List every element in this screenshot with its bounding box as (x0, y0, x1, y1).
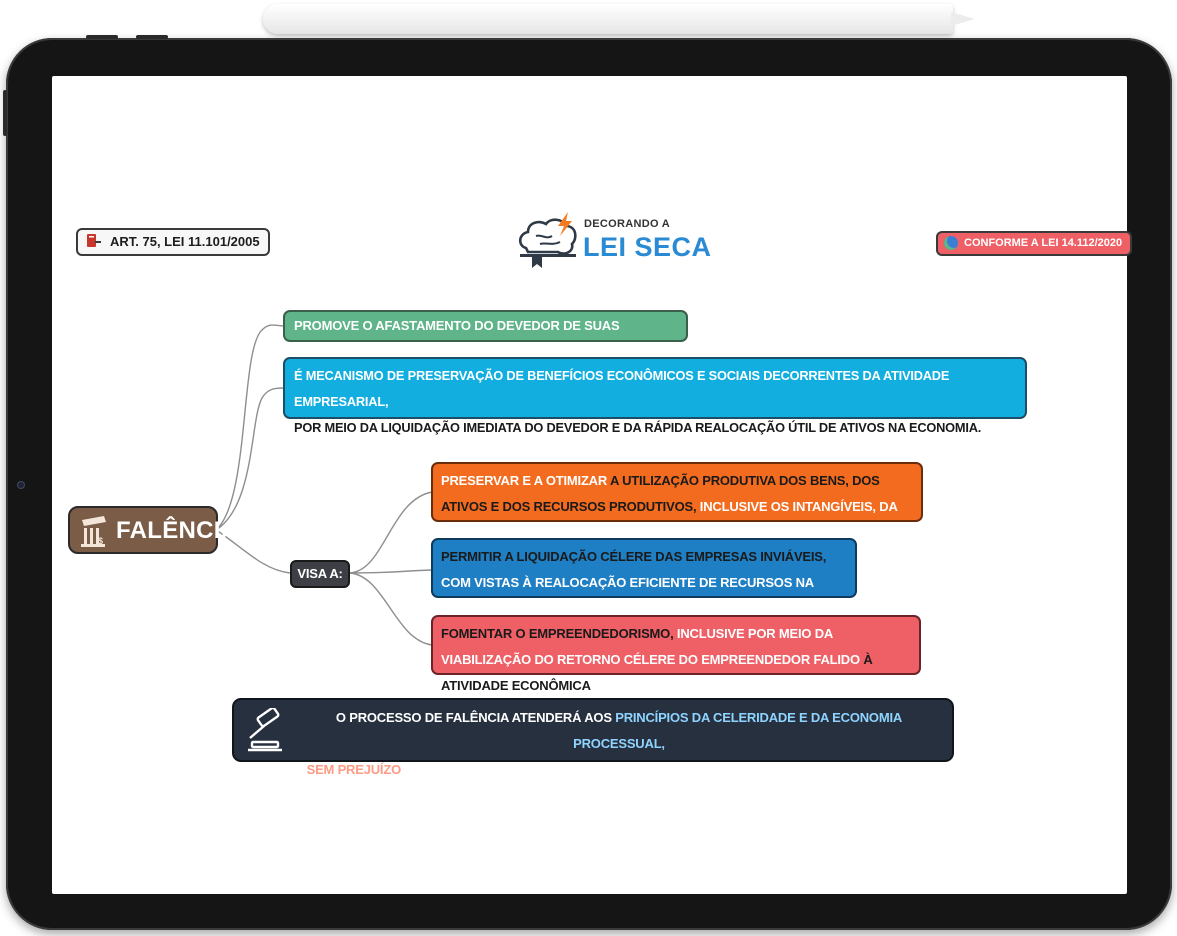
svg-text:$: $ (98, 536, 103, 546)
book-gavel-icon (86, 233, 102, 249)
brain-logo-icon (516, 212, 580, 270)
branch-mecanismo-line2: POR MEIO DA LIQUIDAÇÃO IMEDIATA DO DEVED… (294, 420, 982, 435)
gavel-icon (244, 706, 288, 754)
objective-liquidacao-body: COM VISTAS À REALOCAÇÃO EFICIENTE DE REC… (441, 575, 814, 616)
objective-fomentar: FOMENTAR O EMPREENDEDORISMO, INCLUSIVE P… (431, 615, 921, 693)
branch-mecanismo-line1: É MECANISMO DE PRESERVAÇÃO DE BENEFÍCIOS… (294, 368, 950, 409)
principles-note: O PROCESSO DE FALÊNCIA ATENDERÁ AOS PRIN… (232, 698, 954, 803)
branch-afastamento: PROMOVE O AFASTAMENTO DO DEVEDOR DE SUAS… (283, 310, 688, 355)
objective-fomentar-highlight: FOMENTAR O EMPREENDEDORISMO, (441, 626, 674, 641)
article-text: ART. 75, LEI 11.101/2005 (110, 234, 260, 249)
principles-note-highlight: PRINCÍPIOS DA CELERIDADE E DA ECONOMIA P… (573, 710, 903, 751)
branch-afastamento-text: PROMOVE O AFASTAMENTO DO DEVEDOR DE SUAS… (294, 318, 620, 355)
objective-fomentar-body: INCLUSIVE POR MEIO DA VIABILIZAÇÃO DO RE… (441, 626, 860, 667)
globe-icon (944, 236, 958, 250)
objective-preservar-highlight: PRESERVAR E A OTIMIZAR (441, 473, 608, 488)
courthouse-icon: $ (78, 514, 110, 548)
logo-title: LEI SECA (583, 232, 712, 262)
principles-note-body: DO CONTRADITÓRIO, DA AMPLA DEFESA E DOS … (401, 762, 932, 803)
principles-note-caveat: SEM PREJUÍZO (306, 762, 402, 777)
objective-preservar-body: A UTILIZAÇÃO PRODUTIVA DOS BENS, DOS ATI… (441, 473, 880, 514)
conformity-badge: CONFORME A LEI 14.112/2020 (936, 231, 1133, 256)
objective-liquidacao-highlight: PERMITIR A LIQUIDAÇÃO CÉLERE DAS EMPRESA… (441, 549, 827, 564)
objective-liquidacao: PERMITIR A LIQUIDAÇÃO CÉLERE DAS EMPRESA… (431, 538, 857, 616)
camera-icon (18, 482, 24, 488)
root-node-falencia: $ FALÊNCIA (68, 506, 238, 554)
branch-mecanismo: É MECANISMO DE PRESERVAÇÃO DE BENEFÍCIOS… (283, 357, 1027, 435)
conformity-text: CONFORME A LEI 14.112/2020 (964, 237, 1123, 249)
objective-preservar-tail: INCLUSIVE OS INTANGÍVEIS, DA EMPRESA (441, 499, 898, 540)
objective-preservar: PRESERVAR E A OTIMIZAR A UTILIZAÇÃO PROD… (431, 462, 923, 540)
root-label: FALÊNCIA (116, 517, 239, 544)
objective-fomentar-tail: À ATIVIDADE ECONÔMICA (441, 652, 873, 693)
visa-label: VISA A: (297, 566, 343, 581)
stylus-pencil (263, 4, 975, 34)
principles-note-intro: O PROCESSO DE FALÊNCIA ATENDERÁ AOS (335, 710, 616, 725)
logo-tagline: DECORANDO A (584, 218, 671, 230)
article-reference-badge: ART. 75, LEI 11.101/2005 (76, 228, 270, 256)
visa-node: VISA A: (290, 560, 350, 588)
